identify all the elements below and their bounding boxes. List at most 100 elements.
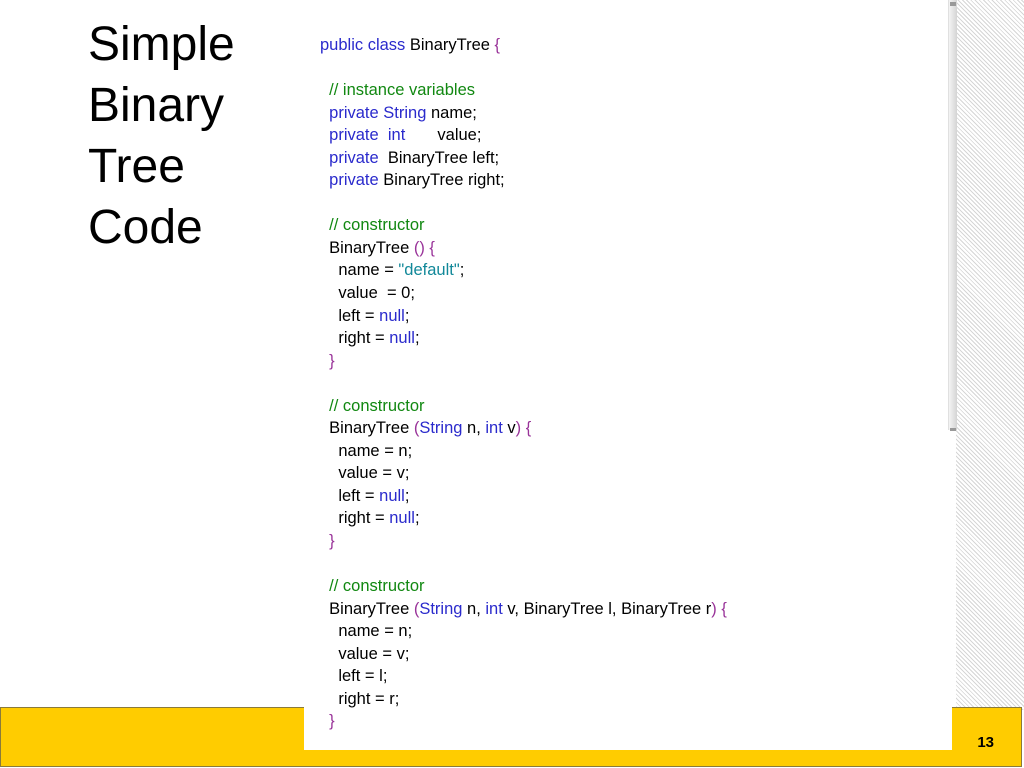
code-token: right = <box>320 329 390 348</box>
code-token: ; <box>414 329 420 348</box>
code-token: ; <box>404 486 410 505</box>
code-token: // constructor <box>329 577 425 596</box>
code-token <box>320 171 329 189</box>
code-line: private String name; <box>320 102 727 125</box>
code-token: BinaryTree <box>320 419 414 438</box>
code-line <box>320 372 727 395</box>
code-token: right = <box>320 509 390 528</box>
panel-edge-marker <box>950 2 956 6</box>
code-line: public class BinaryTree { <box>320 34 727 57</box>
code-token: name = n; <box>320 622 413 641</box>
code-token: left = l; <box>320 667 388 686</box>
slide-title: Simple Binary Tree Code <box>88 14 235 258</box>
code-line: // constructor <box>320 395 727 418</box>
code-token: int <box>485 599 508 618</box>
code-token: } <box>329 532 335 551</box>
code-token: BinaryTree <box>320 599 414 618</box>
slide-title-line: Tree <box>88 140 185 193</box>
code-line: private BinaryTree left; <box>320 147 727 170</box>
code-token <box>320 532 329 550</box>
panel-edge-marker <box>950 428 956 431</box>
code-line: } <box>320 530 727 553</box>
code-token: left = <box>320 306 380 325</box>
slide-title-line: Binary <box>88 79 225 132</box>
code-token <box>320 126 329 144</box>
code-line: name = "default"; <box>320 259 727 282</box>
code-token: // constructor <box>329 396 425 415</box>
code-token: null <box>379 306 405 325</box>
code-line: value = 0; <box>320 282 727 305</box>
code-line: right = null; <box>320 327 727 350</box>
code-image-panel <box>304 0 952 750</box>
code-token: private <box>329 148 379 167</box>
code-line: BinaryTree (String n, int v, BinaryTree … <box>320 598 727 621</box>
code-token: String <box>419 599 468 618</box>
code-token: } <box>329 712 335 731</box>
code-token: name = <box>320 261 399 280</box>
code-line: left = l; <box>320 665 727 688</box>
code-token: BinaryTree right; <box>383 171 505 190</box>
code-line: value = v; <box>320 643 727 666</box>
code-token: ( <box>413 419 420 438</box>
code-token: v <box>507 419 516 438</box>
code-line <box>320 553 727 576</box>
code-line: } <box>320 350 727 373</box>
code-listing: public class BinaryTree { // instance va… <box>320 34 727 733</box>
code-token: ; <box>404 306 410 325</box>
code-line: } <box>320 710 727 733</box>
code-token: null <box>389 329 415 348</box>
code-token: n, <box>467 599 486 618</box>
code-token <box>320 712 329 730</box>
code-line: left = null; <box>320 485 727 508</box>
code-token: value = v; <box>320 464 410 483</box>
code-token: { <box>494 36 501 54</box>
code-token: ) { <box>711 599 727 618</box>
code-line: private BinaryTree right; <box>320 169 727 192</box>
code-token: null <box>389 509 415 528</box>
code-token: BinaryTree <box>320 238 414 257</box>
code-token <box>320 397 329 415</box>
code-token: BinaryTree left; <box>378 148 500 167</box>
code-token <box>320 104 329 122</box>
code-line: right = r; <box>320 688 727 711</box>
code-line <box>320 192 727 215</box>
code-line: // constructor <box>320 214 727 237</box>
code-line: // constructor <box>320 575 727 598</box>
code-token: right = r; <box>320 689 400 708</box>
code-token: private int <box>329 126 406 145</box>
code-token: "default" <box>398 261 460 280</box>
code-line <box>320 57 727 80</box>
code-token: v, BinaryTree l, BinaryTree r <box>507 599 712 618</box>
code-line: BinaryTree () { <box>320 237 727 260</box>
code-token: ) { <box>515 419 532 438</box>
code-token: int <box>485 419 508 438</box>
code-token: n, <box>467 419 486 438</box>
code-token: name = n; <box>320 441 413 460</box>
code-token: public class <box>320 36 410 54</box>
code-line: // instance variables <box>320 79 727 102</box>
code-token <box>320 352 329 370</box>
code-token: BinaryTree <box>409 36 495 54</box>
code-token: left = <box>320 486 380 505</box>
code-token: private <box>329 171 384 190</box>
code-token: name; <box>430 103 477 122</box>
code-token: ; <box>414 509 420 528</box>
code-token: private String <box>329 103 431 122</box>
code-line: BinaryTree (String n, int v) { <box>320 417 727 440</box>
page-number: 13 <box>977 734 994 751</box>
slide-title-line: Simple <box>88 18 235 71</box>
code-line: value = v; <box>320 462 727 485</box>
code-token: String <box>419 419 468 438</box>
code-token <box>320 149 329 167</box>
panel-scroll-edge <box>948 0 957 430</box>
code-token: value = v; <box>320 644 410 663</box>
code-token: ( <box>413 599 420 618</box>
code-line: right = null; <box>320 507 727 530</box>
code-token: null <box>379 486 405 505</box>
code-token <box>320 216 329 234</box>
decorative-hatch-background <box>956 0 1024 710</box>
slide-title-line: Code <box>88 201 203 254</box>
code-token: () { <box>413 238 435 257</box>
code-token: ; <box>459 261 465 280</box>
code-token: } <box>329 351 335 370</box>
